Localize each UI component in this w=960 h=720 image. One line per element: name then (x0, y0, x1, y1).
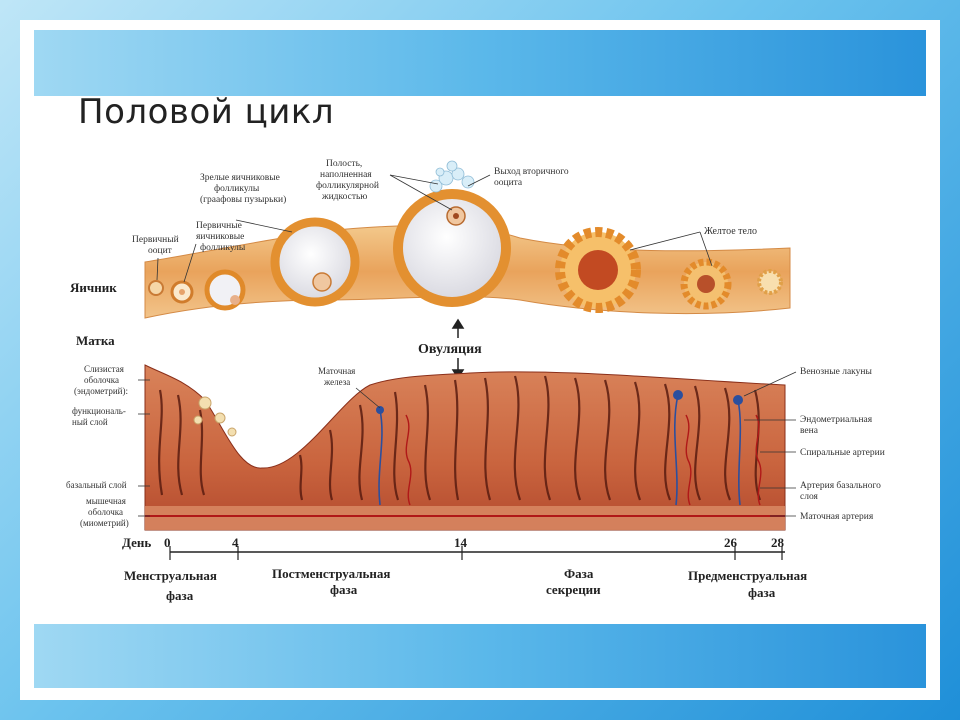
tick-day-4: 4 (232, 535, 239, 550)
label-uterine-gland: Маточная железа (318, 366, 358, 387)
label-ovary: Яичник (70, 280, 117, 295)
label-corpus-luteum: Желтое тело (704, 226, 757, 237)
endometrial-veins (378, 394, 742, 506)
timeline (169, 546, 785, 560)
label-basal-artery: Артерия базального слоя (800, 480, 883, 502)
ovary-leaders (156, 174, 713, 283)
phase-postmenstrual: Постменструальная фаза (272, 566, 394, 597)
label-primary-oocyte: Первичный ооцит (132, 234, 181, 256)
label-functional-layer: функциональ- ный слой (72, 406, 128, 427)
phase-menstrual: Менструальная фаза (124, 568, 220, 603)
label-venous-lacunae: Венозные лакуны (800, 367, 872, 377)
label-secondary-oocyte: Выход вторичного ооцита (494, 167, 571, 188)
label-mature-follicles: Зрелые яичниковые фолликулы (граафовы пу… (200, 173, 286, 205)
endometrium-left-leaders (138, 379, 150, 517)
label-cavity: Полость, наполненная фолликулярной жидко… (316, 159, 381, 202)
label-muscular-layer: мышечная оболочка (миометрий) (80, 496, 129, 528)
label-ovulation: Овуляция (418, 342, 482, 357)
label-basal-layer: базальный слой (66, 480, 127, 490)
label-spiral-arteries: Спиральные артерии (800, 448, 885, 458)
venous-lacunae (376, 390, 743, 414)
slide-title: Половой цикл (78, 92, 335, 132)
tick-day-14: 14 (454, 535, 468, 550)
bottom-banner (34, 624, 926, 688)
label-uterine-artery: Маточная артерия (800, 512, 874, 522)
uterine-glands (158, 375, 762, 501)
gland-leader (355, 387, 381, 409)
ovary-strip (144, 160, 791, 319)
tick-day-28: 28 (771, 535, 785, 550)
top-banner (34, 30, 926, 96)
phase-secretion: Фаза секреции (546, 566, 601, 597)
tick-day-26: 26 (724, 535, 738, 550)
tick-day-0: 0 (164, 535, 171, 550)
ovulation-burst (429, 160, 475, 193)
label-day: День (122, 535, 151, 550)
endometrium-right-leaders (743, 371, 797, 517)
slide-frame (20, 20, 940, 700)
shed-fragments (193, 396, 237, 437)
spiral-arteries (405, 414, 762, 506)
label-endometrial-vein: Эндометриальная вена (800, 415, 875, 436)
label-mucosa: Слизистая оболочка (эндометрий): (74, 364, 128, 396)
endometrium (144, 364, 786, 531)
label-primary-follicles: Первичные яичниковые фолликулы (196, 221, 247, 253)
label-uterus: Матка (76, 333, 115, 348)
phase-premenstrual: Предменструальная фаза (688, 568, 810, 600)
